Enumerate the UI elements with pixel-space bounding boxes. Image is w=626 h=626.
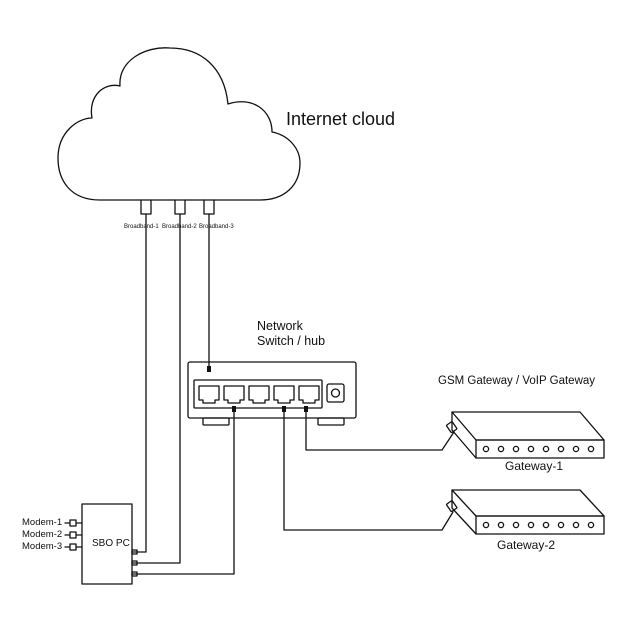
power-jack <box>326 383 345 403</box>
broadband-port-2 <box>174 199 186 215</box>
sbo-pc-label: SBO PC <box>92 538 130 549</box>
switch-title-line2: Switch / hub <box>257 334 326 348</box>
switch-foot-right <box>317 417 345 426</box>
switch-port-3 <box>248 385 270 404</box>
network-switch-body <box>187 361 357 419</box>
modem-1-label: Modem-1 <box>22 517 63 528</box>
gateway-1-label: Gateway-1 <box>505 459 564 473</box>
switch-ports <box>198 385 320 404</box>
internet-cloud-shape <box>57 47 301 201</box>
pc-port-3 <box>131 571 138 577</box>
cloud-title: Internet cloud <box>286 109 396 129</box>
connector-switch-port5 <box>304 406 308 412</box>
broadband-port-1 <box>140 199 152 215</box>
switch-port-4 <box>273 385 295 404</box>
switch-title-line1: Network <box>257 319 303 333</box>
modem3-connector <box>64 543 83 551</box>
cable-switch-to-gateway1 <box>305 411 455 451</box>
pc-port-1 <box>131 549 138 555</box>
switch-port-1 <box>198 385 220 404</box>
cable-switch-to-gateway2 <box>283 411 454 531</box>
modem1-connector <box>64 519 83 527</box>
modem-2-label: Modem-2 <box>22 529 63 540</box>
switch-port-5 <box>298 385 320 404</box>
broadband-label-1: Broadband-1 <box>124 224 159 230</box>
modem2-connector <box>64 531 83 539</box>
modem-3-label: Modem-3 <box>22 541 63 552</box>
sbo-pc-box <box>81 503 133 585</box>
gateway-2-label: Gateway-2 <box>497 538 556 552</box>
broadband-port-3 <box>203 199 215 215</box>
power-jack-hole <box>330 388 341 398</box>
cable-broadband2-to-pc <box>131 213 181 564</box>
connector-switch-port2 <box>232 406 236 412</box>
cable-switch-to-pc <box>131 411 235 575</box>
switch-port-2 <box>223 385 245 404</box>
connector-switch-port4 <box>282 406 286 412</box>
switch-foot-left <box>202 417 230 426</box>
broadband-label-2: Broadband-2 <box>162 224 197 230</box>
connector-broadband3 <box>207 366 211 372</box>
switch-port-panel <box>193 379 323 409</box>
gateway-1-device <box>445 411 605 459</box>
pc-port-2 <box>131 560 138 566</box>
broadband-label-3: Broadband-3 <box>199 224 234 230</box>
gateway-2-device <box>445 489 605 535</box>
gateway-group-label: GSM Gateway / VoIP Gateway <box>438 375 596 387</box>
switch-title: Network Switch / hub <box>257 319 325 349</box>
cable-broadband1-to-pc <box>131 213 147 553</box>
